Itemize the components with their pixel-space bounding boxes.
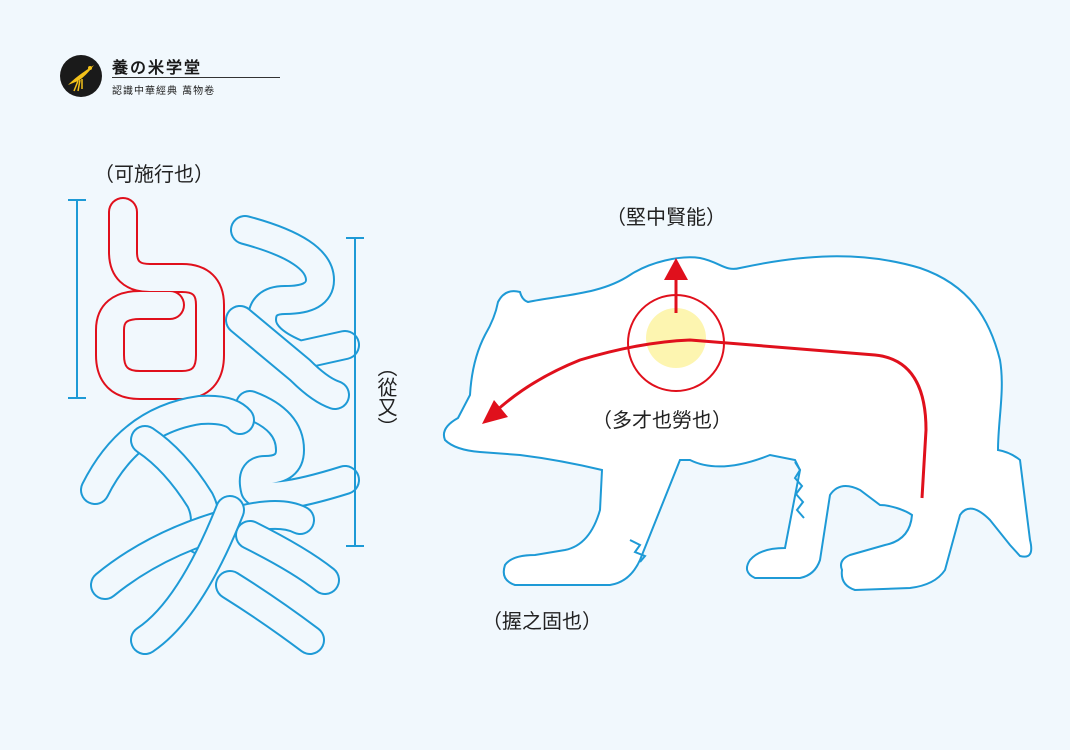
spine-arrow-head <box>482 400 508 424</box>
bird-logo-icon <box>60 55 102 97</box>
brand-name: 養の米学堂 <box>112 58 203 77</box>
bear-middle-label: （多才也勞也） <box>592 408 732 432</box>
bear-top-label: （堅中賢能） <box>606 205 726 229</box>
brand-subtitle: 認識中華經典 萬物卷 <box>112 86 216 97</box>
upper-bracket <box>68 199 86 399</box>
chest-highlight <box>646 308 706 368</box>
spine-arrow-path <box>493 338 928 499</box>
fur-tuft-front <box>793 461 805 519</box>
bear-outline <box>442 255 1033 592</box>
side-bracket <box>346 237 364 547</box>
fur-tuft-rear <box>629 539 647 563</box>
glyph-upper-component <box>95 197 225 400</box>
brand-divider <box>112 77 280 78</box>
glyph-side-label: （從又） <box>374 357 398 437</box>
glyph-top-label: （可施行也） <box>94 162 214 186</box>
bear-bottom-label: （握之固也） <box>482 609 602 633</box>
up-arrow-head <box>664 258 688 280</box>
glyph-blue-strokes <box>80 215 360 655</box>
brand-header: 養の米学堂 認識中華經典 萬物卷 <box>60 52 280 102</box>
